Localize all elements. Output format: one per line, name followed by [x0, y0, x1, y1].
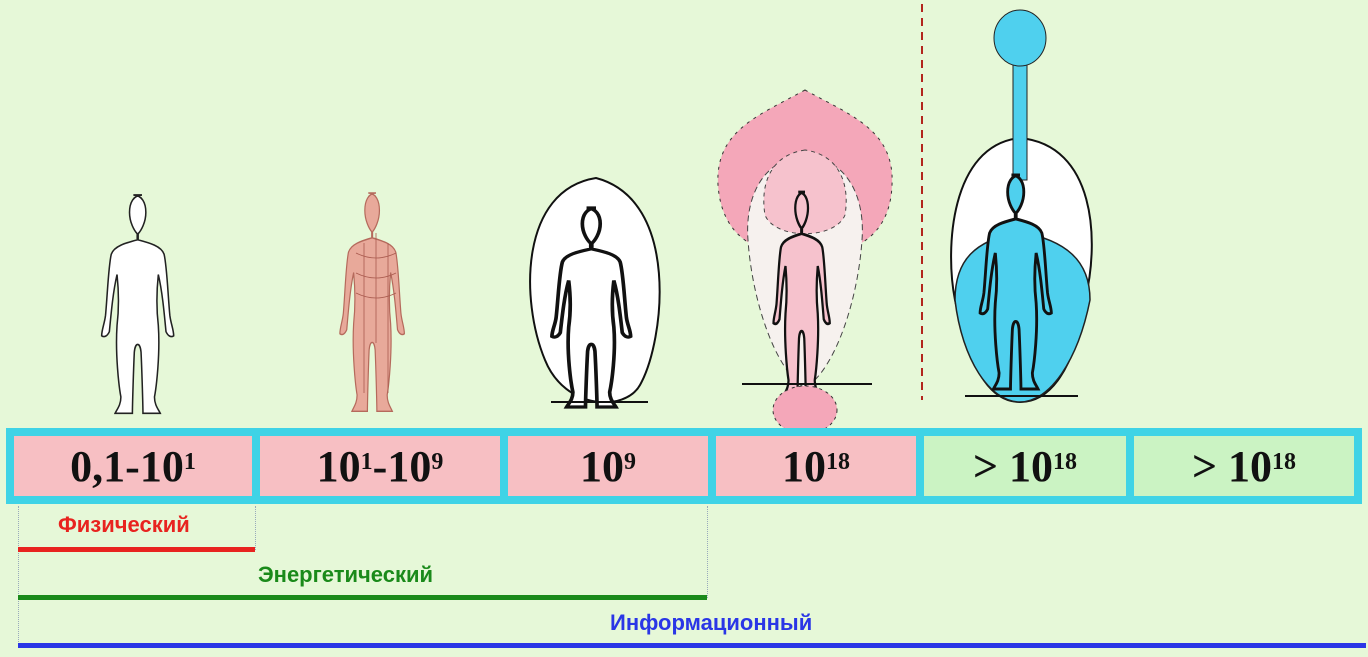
guide-line-physical — [255, 506, 256, 550]
physical-level-label: Физический — [58, 512, 190, 538]
anatomical-body-figure — [340, 193, 405, 411]
physical-body-figure — [102, 195, 174, 413]
energetic-level-label: Энергетический — [258, 562, 433, 588]
physical-level-bar — [18, 547, 255, 552]
guide-line-left — [18, 506, 19, 646]
energy-aura-figure — [530, 178, 660, 407]
blue-aura-figure — [951, 10, 1092, 402]
energetic-level-bar — [18, 595, 707, 600]
pink-aura-figure — [718, 90, 892, 430]
informational-level-label: Информационный — [610, 610, 812, 636]
guide-line-energetic — [707, 506, 708, 598]
informational-level-bar — [18, 643, 1366, 648]
body-levels-illustration — [0, 0, 1368, 430]
